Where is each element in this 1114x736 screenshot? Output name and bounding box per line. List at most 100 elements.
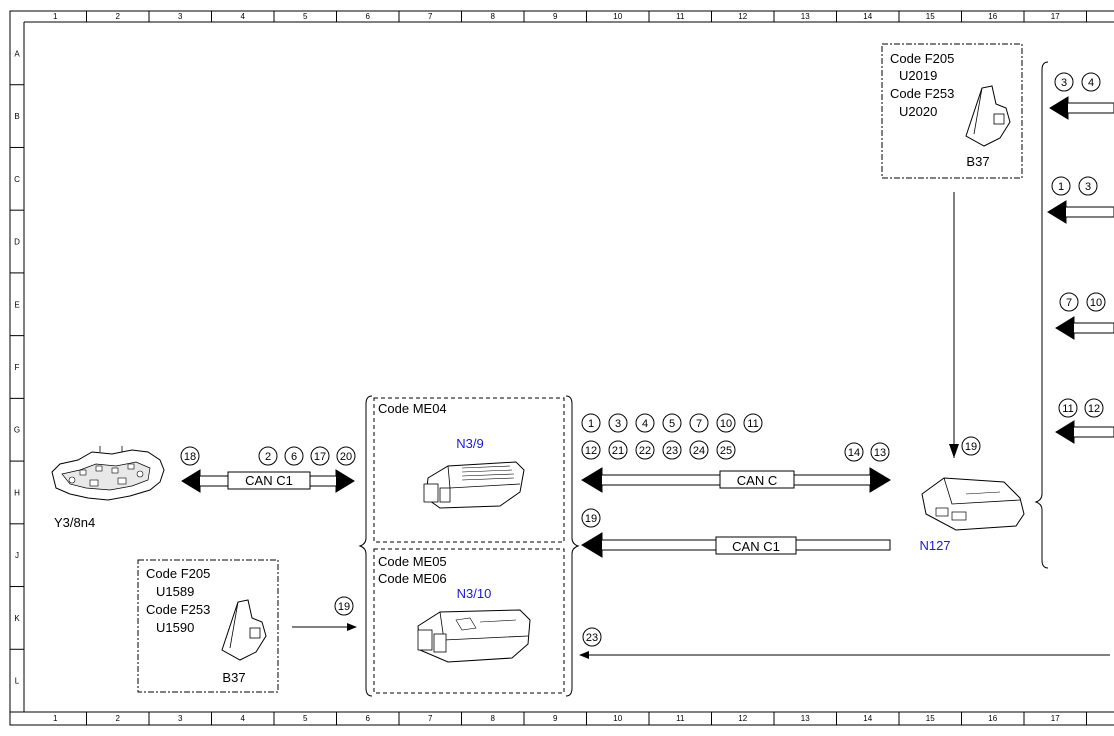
callout-bubble: 5 [662,413,682,433]
svg-text:11: 11 [747,418,758,430]
callout-bubble: 7 [689,413,709,433]
column-number: 9 [553,714,558,723]
svg-text:3: 3 [615,418,621,430]
pedal-top-code1: Code F205 [890,51,954,66]
callout-bubble: 6 [284,446,304,466]
column-number: 11 [676,12,685,21]
valve-body-label: Y3/8n4 [54,515,95,530]
diagram-frame [9,10,1114,726]
ecu-me04-code: Code ME04 [378,401,447,416]
ecu-me06-code: Code ME06 [378,571,447,586]
pedal-top-group: Code F205 U2019 Code F253 U2020 B37 [881,43,1023,179]
svg-text:12: 12 [1088,403,1100,415]
gateway-name: N127 [919,538,950,553]
svg-text:5: 5 [669,418,675,430]
svg-text:21: 21 [612,445,624,457]
pedal-bottom-code2: Code F253 [146,602,210,617]
column-number: 7 [428,714,433,723]
bubble-19-can-c1: 19 [581,508,601,528]
callout-bubble: 14 [844,442,864,462]
callout-bubble: 11 [1058,398,1078,418]
callout-bubble: 4 [1081,72,1101,92]
svg-text:6: 6 [291,451,297,463]
can-c1-right-bus: CAN C1 [581,532,891,558]
svg-text:23: 23 [586,632,598,644]
gateway-component: N127 [919,477,1025,553]
svg-text:10: 10 [720,418,732,430]
svg-text:7: 7 [696,418,702,430]
column-number: 13 [801,714,810,723]
ecu-me04-icon [423,461,525,509]
callout-bubble: 22 [635,440,655,460]
column-number: 4 [241,714,246,723]
valve-body-component: Y3/8n4 [51,446,165,530]
column-number: 15 [926,714,935,723]
column-number: 4 [241,12,246,21]
column-number: 8 [491,714,496,723]
can-c-label: CAN C [737,473,777,488]
svg-text:19: 19 [338,601,350,613]
column-number: 1 [53,12,58,21]
column-number: 2 [116,714,121,723]
callout-bubble: 21 [608,440,628,460]
column-number: 17 [1051,12,1060,21]
row-letter: G [14,426,20,435]
bubble-18: 18 [180,446,200,466]
column-number: 5 [303,12,308,21]
ecu-me05-code: Code ME05 [378,554,447,569]
pedal-top-fault2: U2020 [899,104,937,119]
column-number: 1 [53,714,58,723]
pedal-top-fault1: U2019 [899,68,937,83]
pedal-bottom-name: B37 [222,670,245,685]
column-number: 16 [988,714,997,723]
callout-bubble: 7 [1059,292,1079,312]
callout-bubble: 10 [1086,292,1106,312]
pedal-top-name: B37 [966,154,989,169]
callout-bubble: 3 [608,413,628,433]
pedal-bottom-fault2: U1590 [156,620,194,635]
svg-text:11: 11 [1062,403,1073,415]
callout-bubble: 13 [870,442,890,462]
svg-text:3: 3 [1085,181,1091,193]
ecu-me05-icon [417,609,531,663]
callout-bubble: 20 [336,446,356,466]
column-number: 15 [926,12,935,21]
column-number: 12 [738,12,747,21]
column-number: 10 [613,714,622,723]
ecu-me05-name: N3/10 [457,586,492,601]
column-number: 14 [863,12,872,21]
callout-bubble: 17 [310,446,330,466]
svg-text:12: 12 [585,445,597,457]
svg-text:4: 4 [642,418,648,430]
bubble-23-bottom: 23 [582,627,602,647]
callout-bubble: 23 [662,440,682,460]
column-number: 2 [116,12,121,21]
column-number: 9 [553,12,558,21]
column-number: 17 [1051,714,1060,723]
column-number: 16 [988,12,997,21]
callout-bubble: 3 [1078,176,1098,196]
svg-text:25: 25 [720,445,732,457]
callout-bubble: 4 [635,413,655,433]
svg-text:18: 18 [184,451,196,463]
right-edge-brace [1034,61,1049,569]
callout-bubble: 12 [581,440,601,460]
right-edge-arrow-4 [1055,420,1114,444]
row-letter: K [14,614,20,623]
column-number: 11 [676,714,685,723]
column-number: 6 [366,12,371,21]
bubble-19-pedal: 19 [334,596,354,616]
ecu-me04-group: Code ME04 N3/9 [373,397,565,543]
row-letter: B [14,112,19,121]
callout-bubble: 3 [1054,72,1074,92]
callout-bubble: 11 [743,413,763,433]
svg-text:3: 3 [1061,77,1067,89]
row-letter: F [15,363,20,372]
svg-text:22: 22 [639,445,651,457]
svg-text:7: 7 [1066,297,1072,309]
